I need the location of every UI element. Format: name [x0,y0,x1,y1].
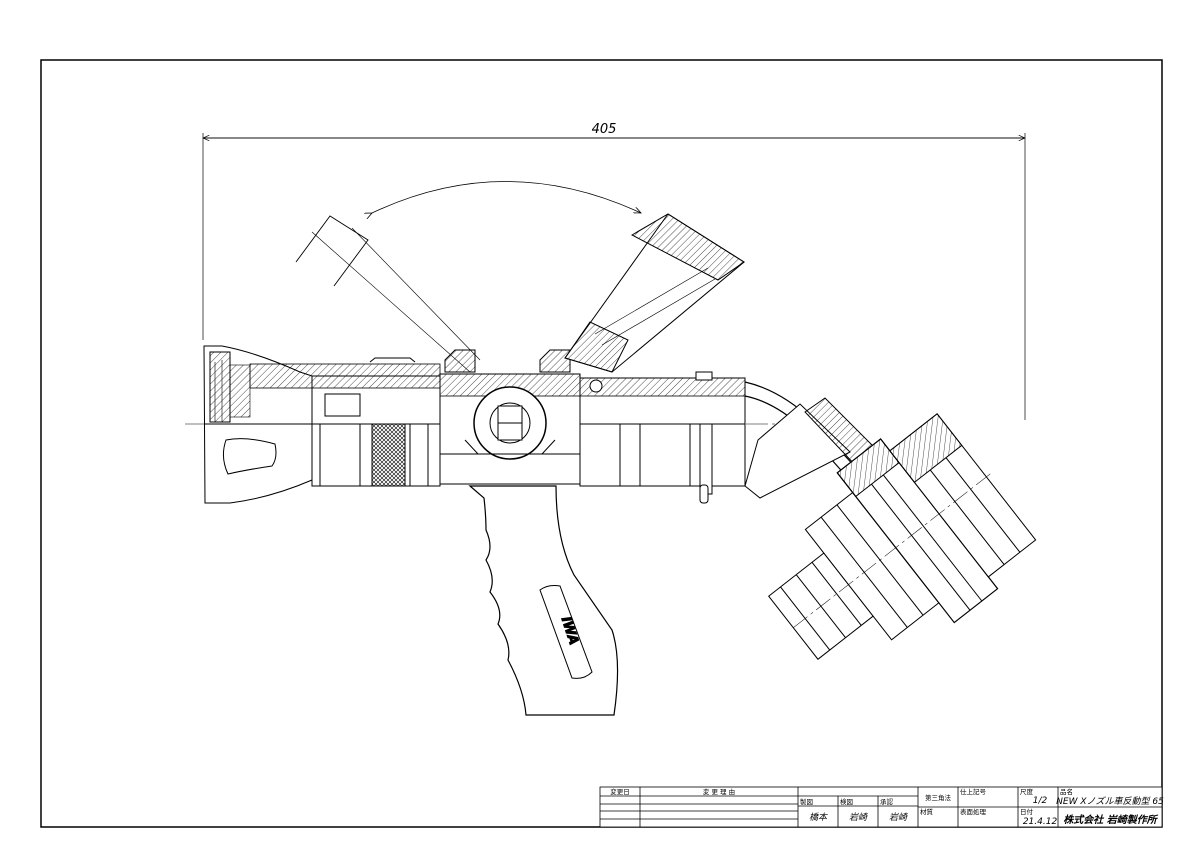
scale-label: 尺度 [1020,787,1034,796]
projection: 第三角法 [925,793,952,802]
handle-logo-plate [539,585,593,679]
drawn-name: 橋本 [809,812,828,823]
company-name: 株式会社 岩崎製作所 [1063,814,1158,826]
checked-label: 検図 [840,797,853,806]
title-block [599,786,1163,828]
revision-reason-label: 変 更 理 由 [703,787,735,796]
overall-dimension: 405 [203,122,1025,420]
title-block-text: 変更日 変 更 理 由 製図 橋本 検図 岩崎 承認 岩崎 第三角法 仕上記号 … [610,787,1164,827]
surface-label: 表面処理 [960,807,987,816]
knurled-ring [371,423,406,487]
scale-value: 1/2 [1033,796,1048,806]
checked-name: 岩崎 [849,812,869,823]
name-label: 品名 [1060,787,1073,796]
coupling [767,413,1037,660]
date-label: 日付 [1020,807,1034,816]
product-name: NEW Xノズル車反動型 65 [1056,796,1164,807]
approved-name: 岩崎 [889,812,909,823]
dimension-label-405: 405 [592,122,617,137]
date-value: 21.4.12 [1023,817,1058,827]
nozzle-assembly: IWA [203,213,1037,716]
shutoff-lever [564,213,745,373]
drawn-label: 製図 [800,797,813,806]
lever-swing-arc [372,181,641,214]
approved-label: 承認 [880,797,894,806]
revision-date-label: 変更日 [610,787,630,796]
material-label: 材質 [920,807,934,816]
shutoff-lever-phantom [295,215,481,373]
finish-label: 仕上記号 [960,787,987,796]
